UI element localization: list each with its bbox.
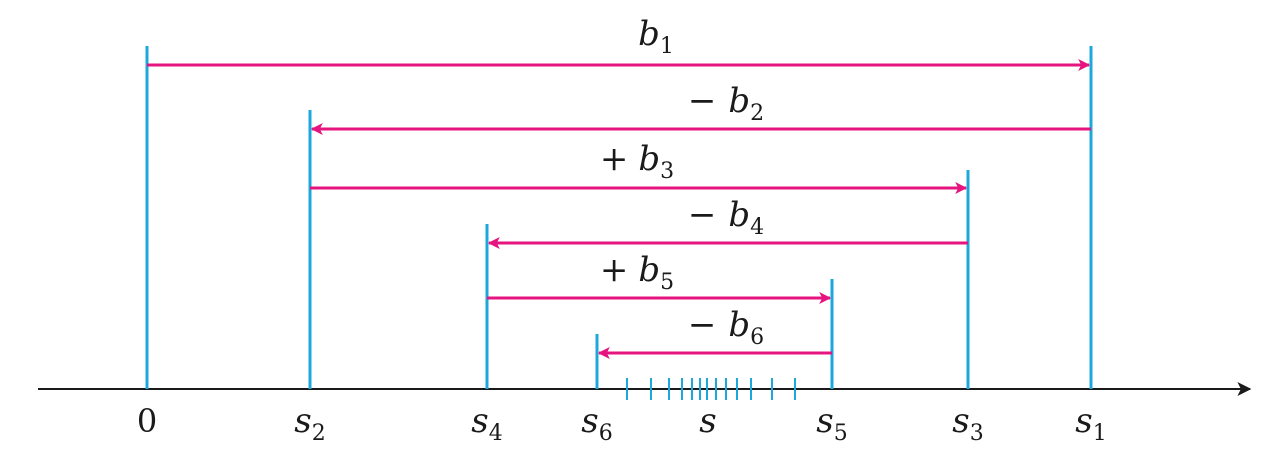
axis-label-s2: s2 [294,401,325,446]
label-b6: −b6 [688,305,764,350]
axis-label-s: s [699,401,716,441]
axis-label-s5: s5 [816,401,847,446]
label-b1: b1 [638,14,674,59]
axis-label-0: 0 [137,402,157,440]
axis-label-s1: s1 [1075,401,1106,446]
axis-label-s4: s4 [471,401,502,446]
axis-label-s6: s6 [581,401,612,446]
label-b4: −b4 [688,195,764,240]
label-b5: +b5 [600,250,674,295]
axis-label-s3: s3 [952,401,983,446]
label-b2: −b2 [688,81,764,126]
label-b3: +b3 [600,139,674,184]
converging-ticks [626,378,796,400]
